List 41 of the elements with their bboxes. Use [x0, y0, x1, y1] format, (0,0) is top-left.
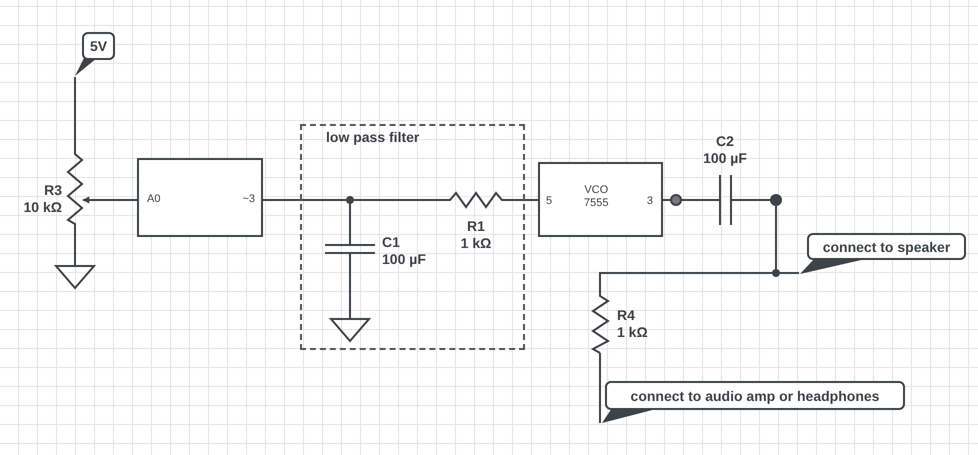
wire — [775, 206, 777, 269]
component-label: R1 1 kΩ — [460, 218, 492, 252]
pin-terminal — [670, 194, 682, 206]
wire — [599, 272, 772, 293]
resistor-symbol — [592, 293, 609, 353]
wire — [74, 228, 76, 265]
junction-dot — [772, 269, 780, 277]
pin-label: ~3 — [242, 193, 255, 205]
ground-symbol — [55, 265, 95, 289]
filter-group-box — [300, 124, 525, 350]
wire — [349, 254, 351, 318]
microcontroller-box — [137, 158, 263, 237]
wire — [663, 199, 670, 201]
pin-label: 3 — [646, 195, 653, 207]
junction-dot — [346, 196, 354, 204]
pin-label: 5 — [546, 195, 552, 207]
voltage-callout: 5V — [74, 32, 116, 77]
group-title: low pass filter — [326, 129, 420, 145]
wire — [263, 199, 346, 201]
resistor-symbol — [446, 192, 506, 208]
vco-chip-box — [538, 162, 663, 237]
component-label: C1 100 µF — [382, 234, 427, 268]
ground-symbol — [330, 318, 370, 342]
wire — [599, 353, 602, 423]
capacitor-symbol — [719, 175, 732, 225]
wire — [506, 199, 538, 201]
terminal-dot — [770, 194, 782, 206]
component-label: C2 100 µF — [702, 133, 748, 167]
wire — [732, 199, 770, 201]
pin-label: A0 — [147, 193, 160, 205]
wire — [682, 199, 719, 201]
wire — [74, 77, 76, 150]
wiper-arrow — [82, 196, 137, 204]
component-label: R4 1 kΩ — [617, 307, 649, 341]
chip-label: VCO 7555 — [584, 184, 608, 210]
capacitor-symbol — [325, 244, 375, 254]
wire — [349, 204, 351, 244]
potentiometer-symbol — [67, 150, 83, 228]
wire — [354, 199, 446, 201]
wire — [780, 272, 799, 274]
component-label: R3 10 kΩ — [22, 182, 62, 216]
